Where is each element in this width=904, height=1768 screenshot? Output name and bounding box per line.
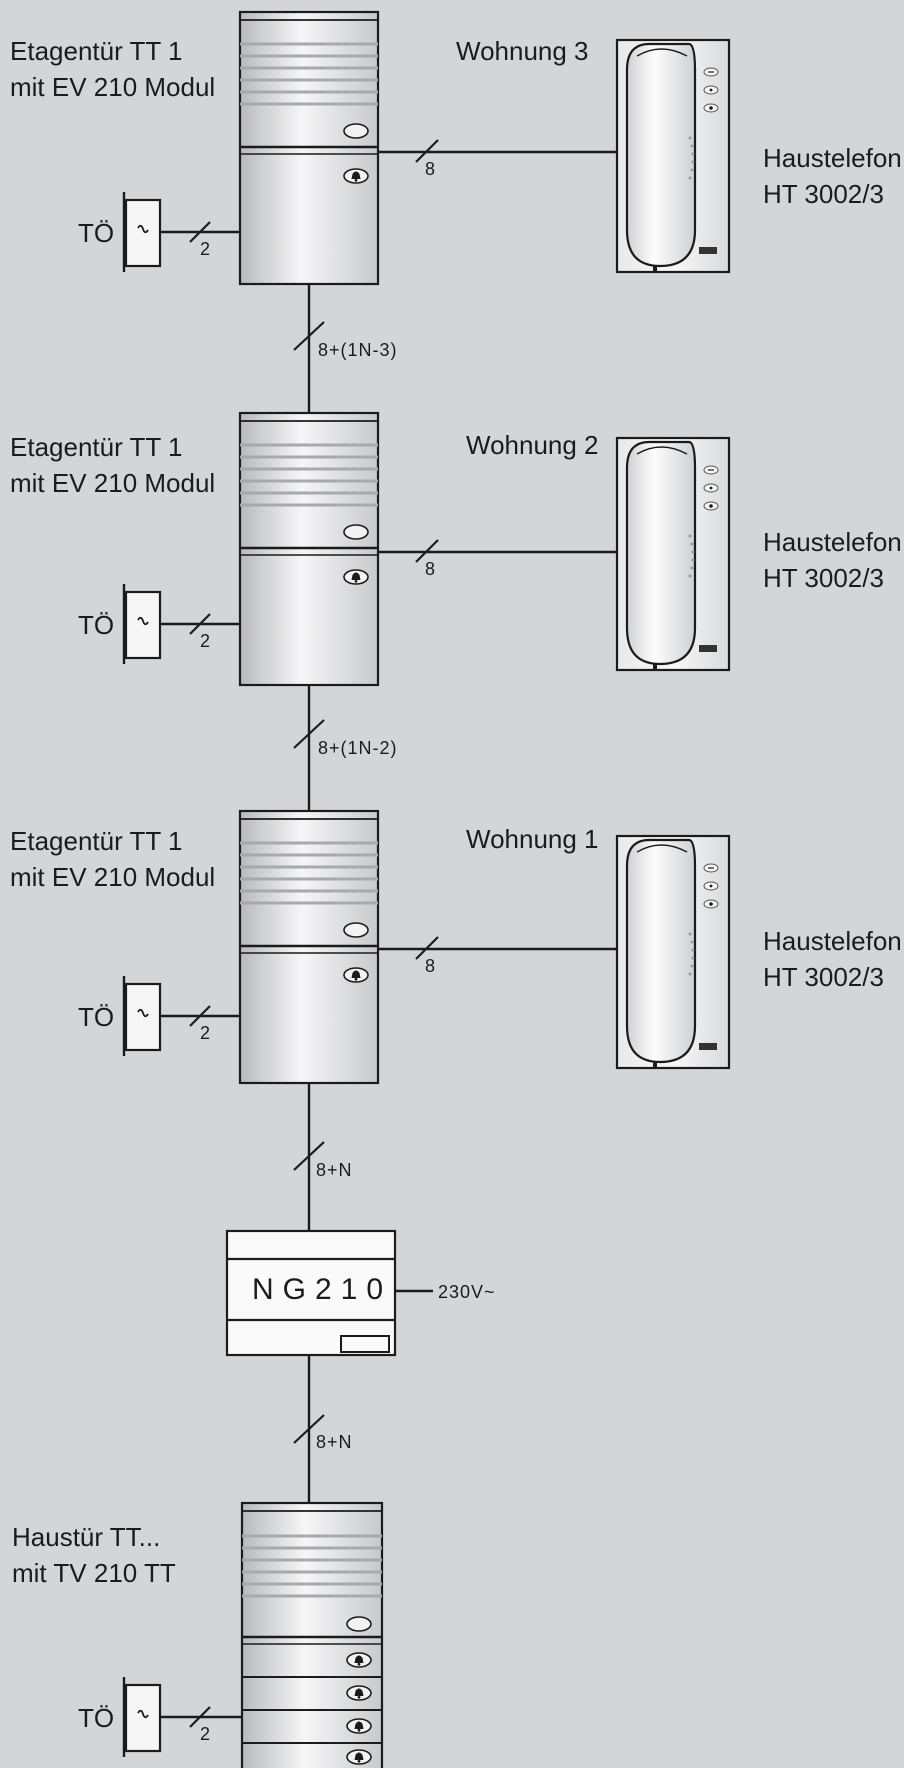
opener-wire-tick-floor3 bbox=[189, 221, 211, 243]
door-opener-floor1 bbox=[122, 974, 162, 1058]
door-label-floor2-line2: mit EV 210 Modul bbox=[10, 468, 215, 498]
riser-tick-2-1 bbox=[293, 719, 325, 749]
phone-label-1-line2: HT 3002/3 bbox=[763, 962, 884, 992]
door-opener-floor3 bbox=[122, 190, 162, 274]
door-station-floor2 bbox=[240, 413, 378, 685]
bell-button-1-icon bbox=[346, 1652, 372, 1668]
apartment-label-1: Wohnung 1 bbox=[466, 824, 599, 854]
opener-wire-tick-floor1 bbox=[189, 1005, 211, 1027]
house-phone-1 bbox=[615, 834, 731, 1070]
opener-wire-count-floor3: 2 bbox=[200, 239, 211, 259]
main-door-label-line1: Haustür TT... bbox=[12, 1522, 160, 1552]
phone-label-2-line1: Haustelefon bbox=[763, 527, 902, 557]
phone-label-2-line2: HT 3002/3 bbox=[763, 563, 884, 593]
opener-wire-count-floor2: 2 bbox=[200, 631, 211, 651]
riser-tick-1-psu bbox=[293, 1141, 325, 1171]
main-door-label-line2: mit TV 210 TT bbox=[12, 1558, 176, 1588]
riser-count-1-psu: 8+N bbox=[316, 1160, 353, 1180]
apartment-label-2: Wohnung 2 bbox=[466, 430, 599, 460]
door-label-floor3-line2: mit EV 210 Modul bbox=[10, 72, 215, 102]
bell-button-2-icon bbox=[346, 1685, 372, 1701]
power-supply-label: NG210 bbox=[252, 1273, 392, 1306]
phone-wire-count-3: 8 bbox=[425, 159, 436, 179]
door-label-floor3-line1: Etagentür TT 1 bbox=[10, 36, 182, 66]
house-phone-2 bbox=[615, 436, 731, 672]
opener-label-floor1: TÖ bbox=[78, 1002, 114, 1032]
phone-wire-tick-3 bbox=[415, 139, 439, 163]
phone-wire-count-1: 8 bbox=[425, 956, 436, 976]
floor-2-group: Etagentür TT 1 mit EV 210 Modul Wohnung … bbox=[10, 413, 902, 685]
power-supply-terminal bbox=[340, 1335, 390, 1353]
floor-1-group: Etagentür TT 1 mit EV 210 Modul Wohnung … bbox=[10, 811, 902, 1083]
door-label-floor1-line2: mit EV 210 Modul bbox=[10, 862, 215, 892]
phone-label-3-line1: Haustelefon bbox=[763, 143, 902, 173]
riser-count-psu-main: 8+N bbox=[316, 1432, 353, 1452]
floor-3-group: Etagentür TT 1 mit EV 210 Modul Wohnung … bbox=[10, 12, 902, 284]
bell-button-4-icon bbox=[346, 1749, 372, 1765]
riser-tick-psu-main bbox=[293, 1414, 325, 1444]
main-door-opener bbox=[122, 1675, 162, 1759]
phone-label-1-line1: Haustelefon bbox=[763, 926, 902, 956]
main-door-opener-wire-tick bbox=[189, 1706, 211, 1728]
riser-count-2-1: 8+(1N-2) bbox=[318, 738, 398, 758]
door-opener-floor2 bbox=[122, 582, 162, 666]
door-station-floor1 bbox=[240, 811, 378, 1083]
main-door-group: Haustür TT... mit TV 210 TT TÖ 2 bbox=[12, 1501, 384, 1768]
phone-wire-tick-1 bbox=[415, 936, 439, 960]
mains-label: 230V~ bbox=[438, 1282, 496, 1302]
door-label-floor1-line1: Etagentür TT 1 bbox=[10, 826, 182, 856]
power-supply-unit bbox=[225, 1229, 397, 1357]
apartment-label-3: Wohnung 3 bbox=[456, 36, 589, 66]
door-station-floor3 bbox=[240, 12, 378, 284]
main-door-opener-label: TÖ bbox=[78, 1703, 114, 1733]
phone-label-3-line2: HT 3002/3 bbox=[763, 179, 884, 209]
phone-wire-tick-2 bbox=[415, 539, 439, 563]
phone-wire-count-2: 8 bbox=[425, 559, 436, 579]
opener-wire-count-floor1: 2 bbox=[200, 1023, 211, 1043]
riser-count-3-2: 8+(1N-3) bbox=[318, 340, 398, 360]
door-label-floor2-line1: Etagentür TT 1 bbox=[10, 432, 182, 462]
opener-label-floor2: TÖ bbox=[78, 610, 114, 640]
main-door-opener-wire-count: 2 bbox=[200, 1724, 211, 1744]
power-supply-group: NG210 230V~ bbox=[225, 1229, 496, 1357]
opener-wire-tick-floor2 bbox=[189, 613, 211, 635]
opener-label-floor3: TÖ bbox=[78, 218, 114, 248]
riser-tick-3-2 bbox=[293, 321, 325, 351]
house-phone-3 bbox=[615, 38, 731, 274]
bell-button-3-icon bbox=[346, 1718, 372, 1734]
